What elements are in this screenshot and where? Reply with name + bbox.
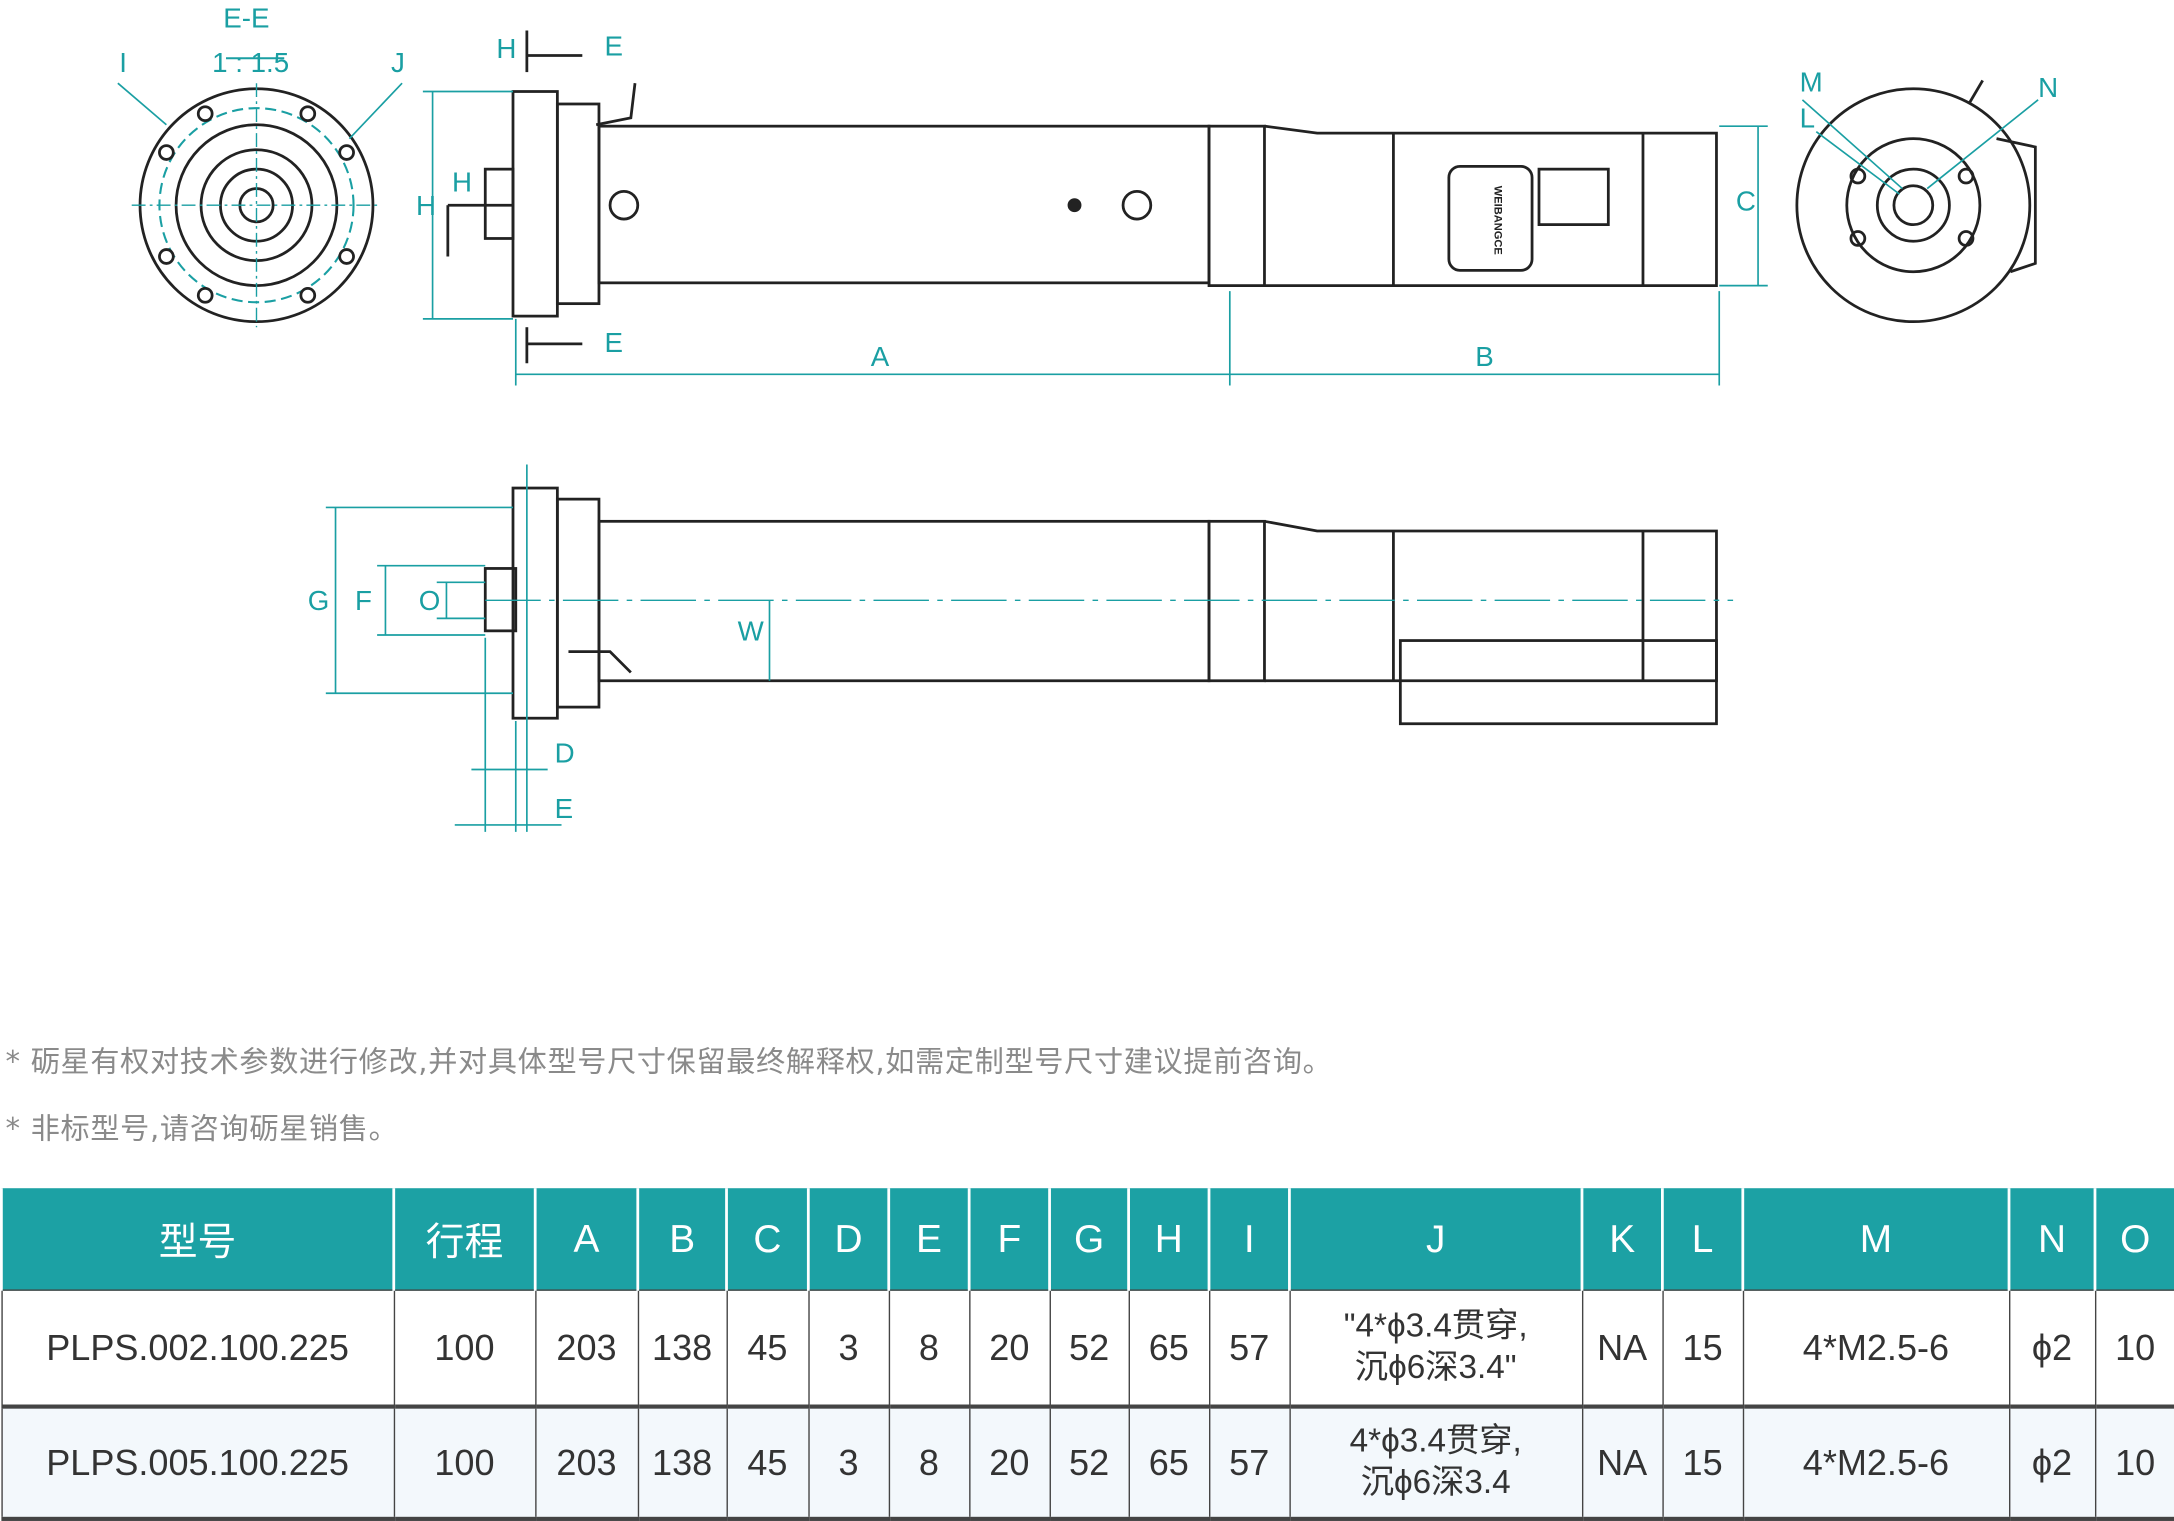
label-b: B (1475, 341, 1494, 372)
table-cell: 52 (1048, 1404, 1130, 1521)
label-section: E-E (223, 3, 269, 34)
column-header: L (1661, 1188, 1745, 1291)
table-cell: 20 (968, 1404, 1051, 1521)
column-header: A (533, 1188, 640, 1291)
end-view-left (117, 57, 403, 328)
table-cell: NA (1581, 1289, 1664, 1408)
column-header: N (2007, 1188, 2097, 1291)
column-header: G (1048, 1188, 1130, 1291)
side-view-bottom (483, 486, 1734, 726)
table-cell: 20 (968, 1289, 1051, 1408)
label-n: N (2038, 72, 2058, 103)
column-header: B (636, 1188, 728, 1291)
table-cell: NA (1581, 1404, 1664, 1521)
label-e-top: E (605, 30, 624, 61)
column-header: C (725, 1188, 810, 1291)
label-d: D (555, 738, 575, 769)
table-cell: 57 (1208, 1289, 1291, 1408)
table-cell: 3 (807, 1289, 890, 1408)
table-cell: PLPS.005.100.225 (0, 1404, 395, 1521)
label-f: F (355, 585, 372, 616)
table-cell: "4*ϕ3.4贯穿, 沉ϕ6深3.4" (1288, 1289, 1583, 1408)
table-cell: 65 (1127, 1289, 1210, 1408)
label-m: M (1800, 67, 1823, 98)
column-header: O (2093, 1188, 2174, 1291)
column-header: K (1580, 1188, 1664, 1291)
end-view-right (1795, 79, 2039, 324)
table-cell: 100 (393, 1404, 536, 1521)
label-h-mid: H (452, 166, 472, 197)
table-cell: 45 (725, 1404, 810, 1521)
label-j: J (391, 47, 405, 78)
column-header: I (1207, 1188, 1291, 1291)
table-cell: 52 (1048, 1289, 1130, 1408)
label-l: L (1800, 103, 1815, 134)
label-o: O (419, 585, 441, 616)
table-cell: 138 (637, 1404, 728, 1521)
note-disclaimer: * 砺星有权对技术参数进行修改,并对具体型号尺寸保留最终解释权,如需定制型号尺寸… (5, 1045, 1333, 1079)
column-header: J (1288, 1188, 1584, 1291)
label-scale: 1 : 1.5 (212, 47, 289, 78)
column-header: H (1127, 1188, 1211, 1291)
table-cell: 10 (2094, 1404, 2174, 1521)
label-g: G (308, 585, 330, 616)
column-header: 型号 (0, 1188, 396, 1291)
technical-drawing: WEIBANGCE E-E 1 : 1.5 I J H E H E H A B … (117, 3, 2058, 832)
table-cell: 203 (534, 1289, 639, 1408)
brand-mark: WEIBANGCE (1492, 186, 1504, 255)
label-i: I (119, 47, 127, 78)
table-cell: ϕ2 (2008, 1289, 2096, 1408)
column-header: F (967, 1188, 1051, 1291)
section-markers (446, 30, 583, 364)
column-header: 行程 (392, 1188, 537, 1291)
dimensions-top (422, 90, 1768, 386)
table-cell: 65 (1127, 1404, 1210, 1521)
column-header: M (1741, 1188, 2011, 1291)
column-header: D (806, 1188, 891, 1291)
label-c: C (1736, 186, 1756, 217)
side-view-top (483, 83, 1718, 318)
table-cell: PLPS.002.100.225 (0, 1289, 395, 1408)
label-h-top: H (496, 33, 516, 64)
table-cell: 100 (393, 1289, 536, 1408)
label-a: A (871, 341, 890, 372)
label-e-bottom: E (605, 327, 624, 358)
table-cell: 138 (637, 1289, 728, 1408)
label-h-dim: H (416, 190, 436, 221)
table-cell: 4*M2.5-6 (1742, 1289, 2010, 1408)
table-cell: 57 (1208, 1404, 1291, 1521)
table-cell: 45 (725, 1289, 810, 1408)
table-cell: 8 (888, 1289, 970, 1408)
table-cell: 4*ϕ3.4贯穿, 沉ϕ6深3.4 (1288, 1404, 1583, 1521)
table-cell: 3 (807, 1404, 890, 1521)
dimensions-bottom (325, 464, 771, 832)
table-cell: ϕ2 (2008, 1404, 2096, 1521)
table-cell: 203 (534, 1404, 639, 1521)
table-cell: 10 (2094, 1289, 2174, 1408)
column-header: E (887, 1188, 971, 1291)
table-cell: 8 (888, 1404, 970, 1521)
note-nonstandard: * 非标型号,请咨询砺星销售。 (5, 1111, 399, 1146)
label-w: W (738, 616, 765, 647)
table-cell: 4*M2.5-6 (1742, 1404, 2010, 1521)
label-e-dim: E (555, 793, 574, 824)
table-cell: 15 (1661, 1289, 1744, 1408)
table-cell: 15 (1661, 1404, 1744, 1521)
